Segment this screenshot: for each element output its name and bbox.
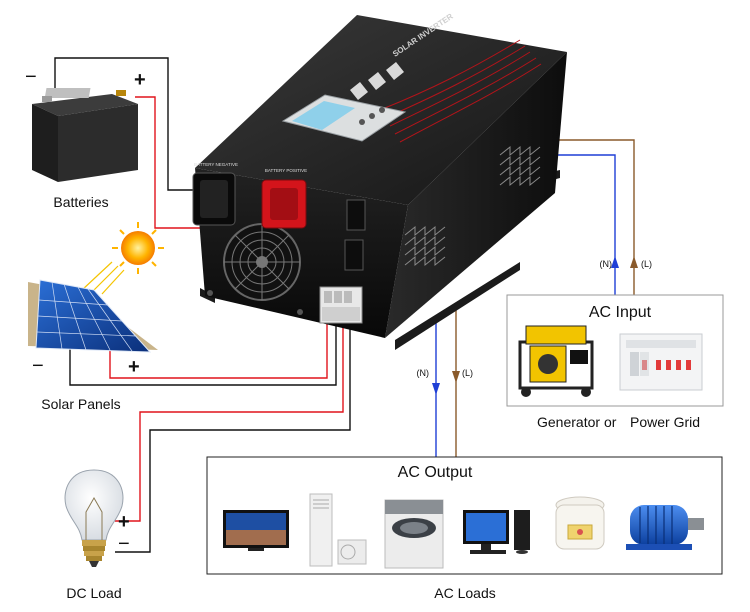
or-label: or bbox=[604, 414, 617, 430]
power-grid-breaker-icon bbox=[619, 333, 703, 391]
generator-label: Generator bbox=[537, 414, 600, 430]
battery-icon bbox=[32, 88, 138, 182]
battery-negative-wire bbox=[54, 57, 205, 191]
solar-negative-wire bbox=[69, 322, 337, 386]
desktop-computer-icon bbox=[463, 510, 530, 554]
batteries-label: Batteries bbox=[53, 194, 108, 210]
rice-cooker-icon bbox=[555, 496, 605, 550]
air-conditioner-icon bbox=[309, 493, 367, 567]
port-label-battery-positive: BATTERY POSITIVE bbox=[265, 168, 307, 173]
port-label-battery-negative: BATTERY NEGATIVE bbox=[194, 162, 238, 167]
solar-panels-label: Solar Panels bbox=[41, 396, 120, 412]
ac-loads-label: AC Loads bbox=[434, 585, 495, 601]
ac-input-live-tag: (L) bbox=[641, 259, 652, 269]
cooling-fan bbox=[223, 223, 301, 301]
light-bulb-icon bbox=[64, 469, 124, 567]
electric-motor-icon bbox=[626, 505, 704, 550]
pv-dc-terminal-block bbox=[319, 286, 363, 324]
ac-input-neutral-tag: (N) bbox=[600, 259, 613, 269]
solar-plus-sign: + bbox=[128, 356, 140, 378]
battery-minus-sign: − bbox=[25, 66, 37, 88]
front-socket-upper bbox=[346, 199, 366, 231]
side-vent-pattern bbox=[404, 145, 541, 267]
washing-machine-icon bbox=[384, 499, 444, 569]
generator-icon bbox=[518, 325, 594, 397]
ac-input-title: AC Input bbox=[589, 304, 652, 321]
dc-load-minus-sign: − bbox=[118, 533, 130, 555]
dc-load-label: DC Load bbox=[66, 585, 121, 601]
battery-plus-sign: + bbox=[134, 69, 146, 91]
solar-positive-wire bbox=[109, 322, 328, 379]
ac-input-live-wire bbox=[555, 139, 638, 297]
dc-load-negative-wire bbox=[115, 322, 351, 553]
ac-output-neutral-wire bbox=[432, 318, 440, 457]
ac-output-neutral-tag: (N) bbox=[417, 368, 430, 378]
ac-output-title: AC Output bbox=[398, 464, 473, 481]
solar-minus-sign: − bbox=[32, 355, 44, 377]
ac-input-neutral-wire bbox=[555, 154, 619, 297]
ac-output-live-wire bbox=[452, 305, 460, 457]
front-socket-lower bbox=[344, 239, 364, 271]
ac-output-live-tag: (L) bbox=[462, 368, 473, 378]
lcd-screen bbox=[292, 101, 355, 130]
dc-load-positive-wire bbox=[115, 322, 344, 522]
tv-icon bbox=[223, 510, 289, 551]
solar-panel-icon bbox=[28, 279, 158, 353]
battery-negative-terminal bbox=[192, 172, 236, 226]
battery-positive-terminal bbox=[261, 179, 307, 229]
sun-icon bbox=[81, 222, 164, 295]
dc-load-plus-sign: + bbox=[118, 511, 130, 533]
power-grid-label: Power Grid bbox=[630, 414, 700, 430]
